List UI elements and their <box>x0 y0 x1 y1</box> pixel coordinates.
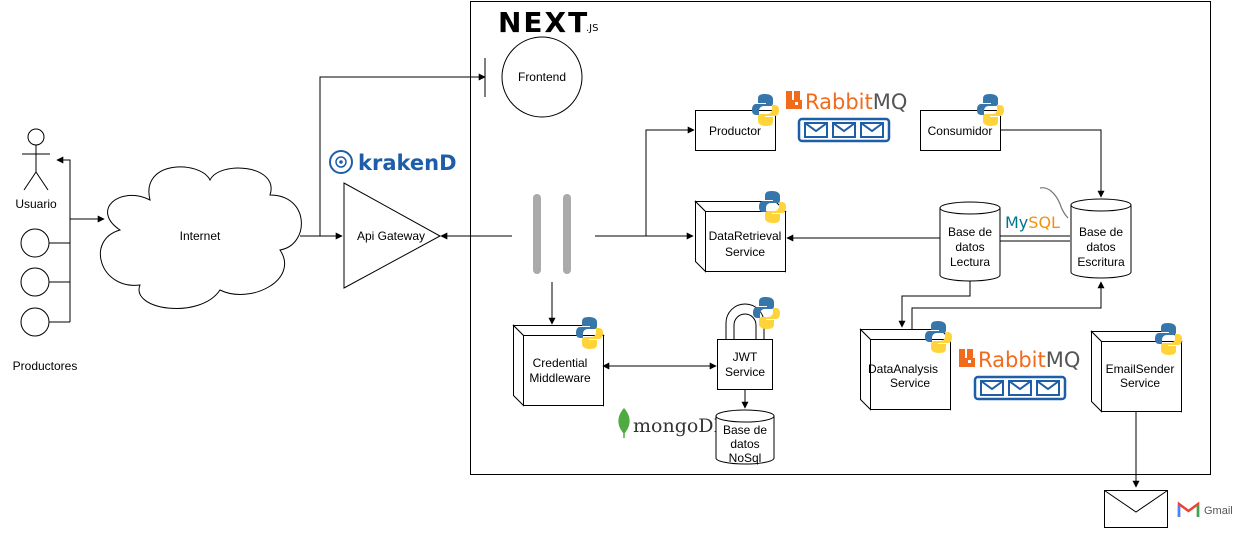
email-sender-label-1: EmailSender <box>1106 362 1175 376</box>
db-lectura-node <box>939 201 1001 282</box>
db-escritura-label-3: Escritura <box>1077 255 1125 269</box>
jwt-label-2: Service <box>725 365 765 379</box>
nextjs-logo: NEXT <box>498 6 589 39</box>
internet-cloud <box>99 166 302 309</box>
usuario-actor-icon <box>22 128 50 191</box>
rabbitmq-logo-icon <box>959 349 975 367</box>
data-retrieval-label-2: Service <box>725 245 765 259</box>
gmail-logo-icon <box>1177 501 1200 517</box>
db-lectura-label-2: datos <box>955 240 984 254</box>
mail-envelope-icon <box>1104 490 1168 528</box>
gmail-logo-text: Gmail <box>1204 505 1233 517</box>
message-queue-icon <box>973 375 1067 401</box>
db-nosql-label-3: NoSql <box>729 451 762 465</box>
consumidor-label: Consumidor <box>928 124 993 138</box>
frontend-node <box>501 36 583 118</box>
credential-label-2: Middleware <box>529 371 591 385</box>
message-queue-icon <box>797 117 891 143</box>
data-retrieval-node <box>694 200 787 273</box>
productor-label: Productor <box>709 124 761 138</box>
db-escritura-label-2: datos <box>1086 240 1115 254</box>
krakend-logo-icon <box>329 150 353 174</box>
api-gateway-label: Api Gateway <box>357 229 425 243</box>
db-escritura-label-1: Base de <box>1079 225 1123 239</box>
divider-bar-left <box>533 194 541 274</box>
data-analysis-label-1: DataAnalysis <box>868 362 938 376</box>
db-lectura-label-1: Base de <box>948 225 992 239</box>
divider-bar-right <box>563 194 571 274</box>
data-retrieval-label-1: DataRetrieval <box>709 229 782 243</box>
rabbitmq-logo-text: RabbitMQ <box>978 348 1080 372</box>
jwt-label-1: JWT <box>733 350 758 364</box>
api-gateway-node <box>343 182 442 289</box>
db-lectura-label-3: Lectura <box>950 255 990 269</box>
mysql-logo-text: MySQL <box>1005 213 1060 232</box>
productor-circle-icon <box>20 228 50 258</box>
mongodb-leaf-icon <box>618 408 630 434</box>
nextjs-logo-suffix: .JS <box>586 23 598 34</box>
db-nosql-label-1: Base de <box>723 423 767 437</box>
db-nosql-label-2: datos <box>730 437 759 451</box>
productor-circle-icon <box>20 307 50 337</box>
internet-label: Internet <box>180 229 221 243</box>
db-nosql-node <box>715 409 775 465</box>
frontend-label: Frontend <box>518 70 566 84</box>
db-escritura-node <box>1070 198 1132 279</box>
rabbitmq-logo-icon <box>786 91 802 109</box>
data-analysis-label-2: Service <box>890 376 930 390</box>
productores-label: Productores <box>13 359 78 373</box>
mysql-dolphin-icon <box>1039 187 1069 219</box>
productor-circle-icon <box>20 267 50 297</box>
email-sender-label-2: Service <box>1120 376 1160 390</box>
mongodb-logo-text: mongoDB <box>633 415 728 437</box>
rabbitmq-logo-text: RabbitMQ <box>805 90 907 114</box>
krakend-logo-text: krakenD <box>358 151 457 175</box>
credential-label-1: Credential <box>533 356 588 370</box>
usuario-label: Usuario <box>15 197 57 211</box>
jwt-service-node <box>717 339 773 390</box>
